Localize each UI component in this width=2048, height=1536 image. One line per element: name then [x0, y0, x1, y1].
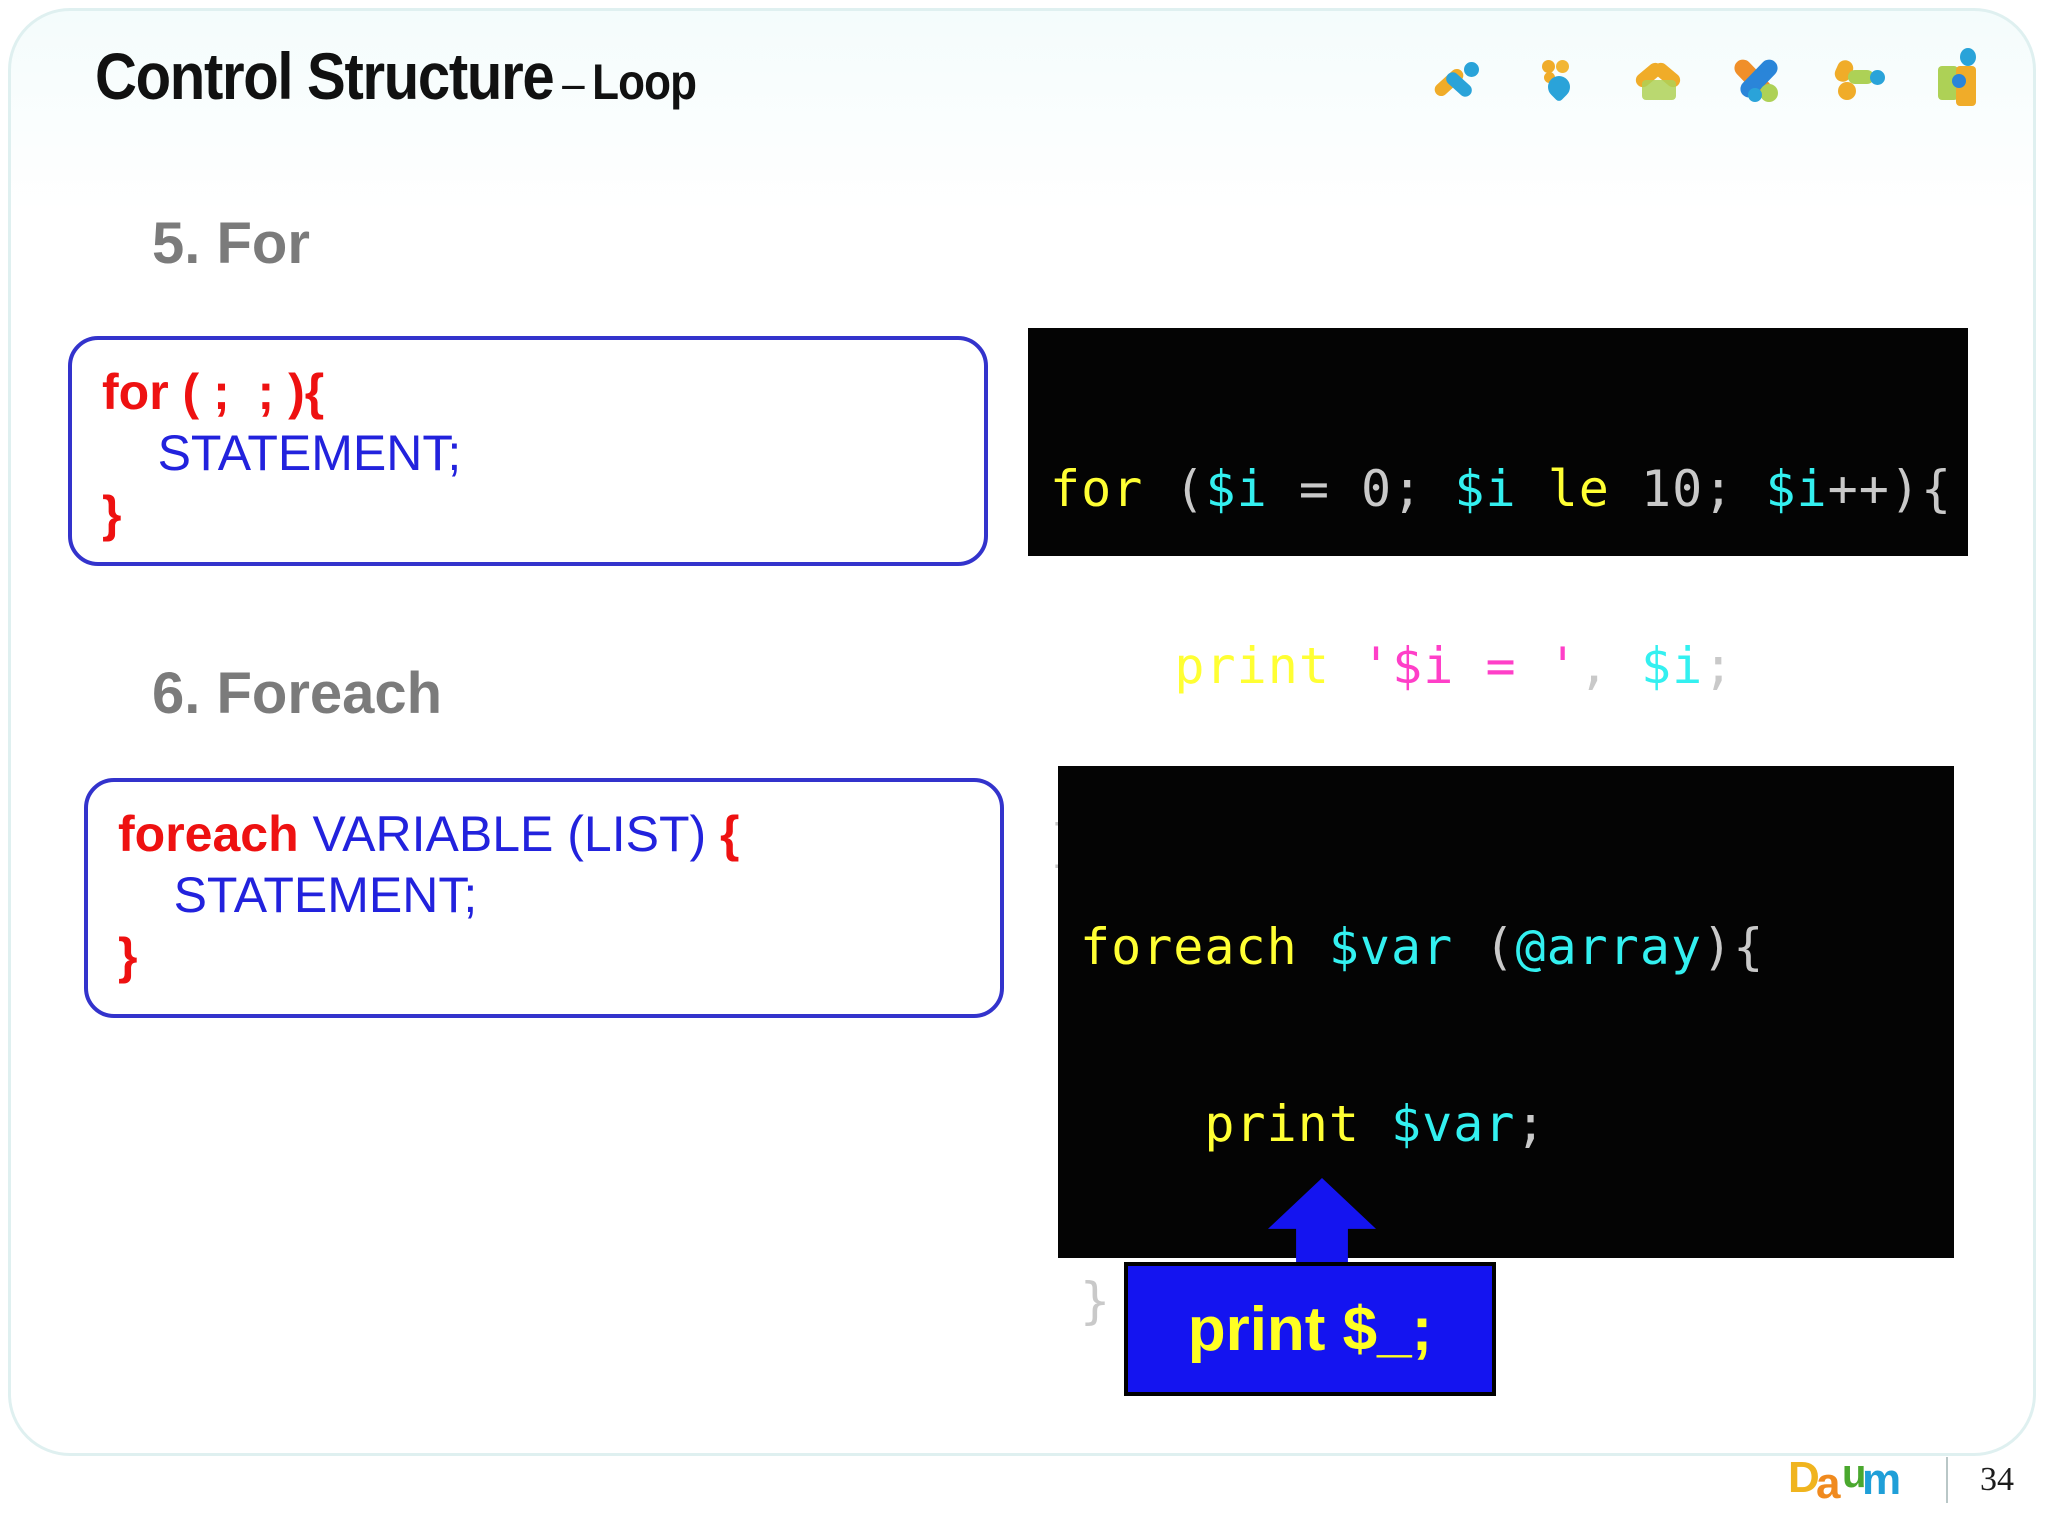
- code-token: $i: [1454, 460, 1517, 518]
- code-token: 10;: [1609, 460, 1766, 518]
- syntax-foreach-keyword: foreach: [118, 806, 299, 862]
- code-token: $i: [1765, 460, 1828, 518]
- syntax-for-line-2: STATEMENT;: [102, 425, 462, 481]
- code-token: ;: [1703, 637, 1735, 695]
- brand-letter-d: D: [1788, 1453, 1820, 1502]
- syntax-for-line-3: }: [102, 486, 122, 542]
- code-token: $var: [1391, 1095, 1516, 1153]
- code-token: (: [1453, 918, 1516, 976]
- syntax-for-keyword: for: [102, 364, 169, 420]
- cluster-heart-mark-icon: [1530, 44, 1588, 106]
- code-token: @array: [1515, 918, 1703, 976]
- code-token: [1050, 637, 1174, 695]
- terminal-block-foreach: foreach $var (@array){ print $var; } for…: [1058, 766, 1954, 1330]
- code-token: [1330, 637, 1361, 695]
- section-heading-foreach: 6. Foreach: [152, 661, 443, 726]
- sprout-mark-icon: [1830, 44, 1888, 106]
- page-title-sub: Loop: [592, 54, 697, 110]
- code-token: $i: [1205, 460, 1268, 518]
- code-token: ++){: [1827, 460, 1953, 518]
- code-token: print: [1174, 637, 1330, 695]
- code-token: = 0;: [1267, 460, 1455, 518]
- syntax-foreach-open-brace: {: [720, 806, 740, 862]
- house-mark-icon: [1630, 44, 1688, 106]
- slide-footer: D a u m 34: [1788, 1444, 2020, 1516]
- code-token: [1360, 1095, 1391, 1153]
- syntax-foreach-line-3: }: [118, 928, 138, 984]
- x-dot-mark-icon: [1430, 44, 1488, 106]
- syntax-foreach-line-2: STATEMENT;: [118, 867, 478, 923]
- header-logo-group: [1430, 40, 1988, 110]
- terminal-block-for: for ($i = 0; $i le 10; $i++){ print '$i …: [1028, 328, 1968, 872]
- syntax-for-line-1: for ( ; ; ){: [102, 362, 954, 423]
- code-token: $i: [1640, 637, 1704, 695]
- code-token: ){: [1702, 918, 1765, 976]
- callout-label: print $_;: [1187, 1294, 1433, 1364]
- section-heading-for: 5. For: [152, 211, 310, 276]
- brand-letter-u: u: [1842, 1452, 1867, 1496]
- syntax-box-foreach: foreach VARIABLE (LIST) { STATEMENT; }: [84, 778, 1004, 1018]
- terminal-foreach-line-2: print $var;: [1080, 1095, 1932, 1154]
- code-token: le: [1547, 460, 1610, 518]
- code-token: (: [1174, 460, 1206, 518]
- terminal-for-line-2: print '$i = ', $i;: [1050, 637, 1946, 696]
- callout-box: print $_;: [1124, 1262, 1496, 1396]
- brand-letter-a: a: [1816, 1459, 1841, 1508]
- code-token: ;: [1515, 1095, 1547, 1153]
- code-token: print: [1204, 1095, 1360, 1153]
- j-block-mark-icon: [1930, 44, 1988, 106]
- code-token: foreach: [1080, 918, 1329, 976]
- code-token: }: [1080, 1272, 1112, 1330]
- big-x-mark-icon: [1730, 44, 1788, 106]
- brand-letter-m: m: [1862, 1455, 1902, 1504]
- slide-header: Control Structure–Loop: [0, 0, 2048, 150]
- syntax-for-header-rest: ( ; ; ){: [168, 364, 325, 420]
- syntax-box-for: for ( ; ; ){ STATEMENT; }: [68, 336, 988, 566]
- page-title: Control Structure–Loop: [95, 38, 697, 114]
- code-token: $var: [1328, 918, 1454, 976]
- syntax-foreach-line-1: foreach VARIABLE (LIST) {: [118, 804, 970, 865]
- code-token: ,: [1578, 637, 1641, 695]
- page-title-dash: –: [562, 57, 585, 109]
- code-token: for: [1050, 460, 1175, 518]
- page-number: 34: [1980, 1461, 2014, 1498]
- terminal-for-line-1: for ($i = 0; $i le 10; $i++){: [1050, 460, 1951, 519]
- syntax-foreach-header-rest: VARIABLE (LIST): [298, 806, 721, 862]
- code-token: [1517, 460, 1548, 518]
- code-token: '$i = ': [1361, 637, 1579, 695]
- daum-brand-logo: D a u m: [1788, 1452, 1920, 1508]
- page-title-main: Control Structure: [95, 39, 555, 113]
- terminal-foreach-line-3: }: [1080, 1272, 1932, 1331]
- code-token: [1080, 1095, 1204, 1153]
- footer-divider: [1946, 1457, 1948, 1503]
- terminal-foreach-line-1: foreach $var (@array){: [1080, 918, 1932, 977]
